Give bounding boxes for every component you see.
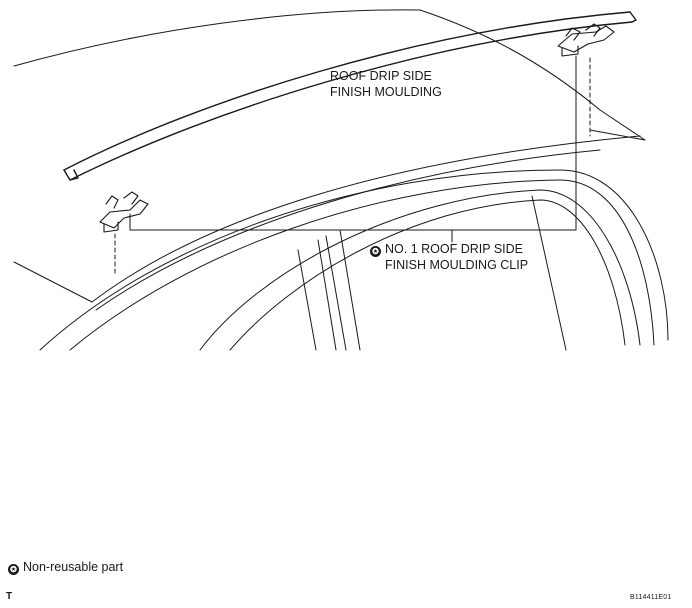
moulding-label-line-2: FINISH MOULDING [330,85,442,99]
door-frame-outer [39,169,669,351]
door-frame-mid [69,179,655,351]
clip-rear [557,23,615,57]
leader-lines [129,55,577,243]
clip-label-line-1-text: NO. 1 ROOF DRIP SIDE [385,242,523,256]
window-glass-edge [229,199,626,351]
corner-code: T [6,591,13,602]
roof-side-edge-2 [95,149,601,311]
b-pillar-right [339,229,361,351]
clip-label: ✪ NO. 1 ROOF DRIP SIDE FINISH MOULDING CL… [370,241,528,273]
roof-panel-line [13,261,93,303]
b-pillar-mid-1 [317,239,337,351]
non-reusable-icon: ✪ [370,246,381,257]
legend-text: Non-reusable part [23,560,124,574]
legend: ✪ Non-reusable part [8,559,123,575]
roof-rear-glass-top [589,129,646,141]
b-pillar-left [297,249,317,351]
rear-door-line [531,195,567,351]
moulding-rear-end [629,11,637,23]
clip-leader [129,55,577,231]
clip-front [99,191,149,233]
roof-body-lines [13,9,646,311]
moulding-label: ROOF DRIP SIDE FINISH MOULDING [330,68,442,100]
moulding-lower-edge [69,21,633,181]
roof-rear-edge [419,9,646,141]
moulding-front-end [63,169,79,181]
b-pillar-mid-2 [325,235,347,351]
clip-label-line-2: FINISH MOULDING CLIP [385,258,529,272]
window-frame-inner [199,189,641,351]
roof-outer-edge [13,9,421,67]
figure-id: B114411E01 [630,594,672,601]
roof-side-edge-1 [91,135,641,303]
roof-drip-moulding [63,11,637,181]
clip-label-line-1: ✪ NO. 1 ROOF DRIP SIDE [370,241,528,257]
moulding-label-line-1: ROOF DRIP SIDE [330,69,432,83]
non-reusable-legend-icon: ✪ [8,564,19,575]
door-frame-lines [39,169,669,351]
moulding-upper-edge [63,11,631,171]
